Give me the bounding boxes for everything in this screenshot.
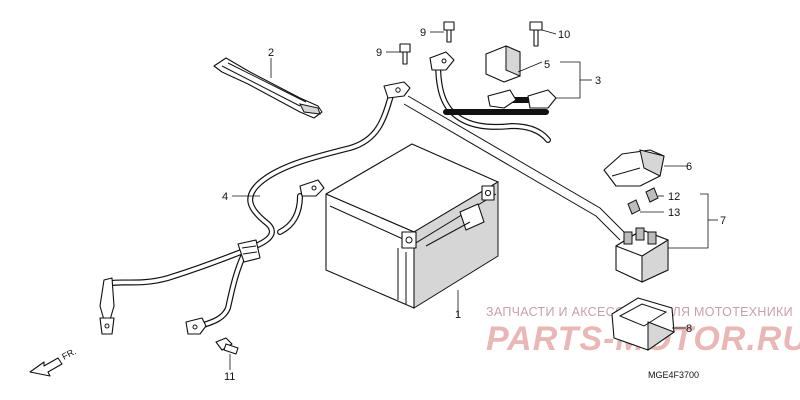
callout-8: 8 [686,323,692,335]
callout-9: 9 [420,27,426,39]
leader-lines [229,29,718,370]
bolt-icon [215,337,239,355]
positive-cable [429,51,557,143]
callout-13: 13 [668,207,680,219]
fuse-box-cover [611,297,676,351]
callout-12: 12 [668,191,680,203]
callout-1: 1 [455,309,461,321]
starter-relay [615,227,669,283]
relay-cover [603,149,665,187]
callout-numbers: 2 5 3 4 6 12 13 7 1 8 9 9 10 11 [222,27,726,383]
callout-9: 9 [376,47,382,59]
callout-5: 5 [544,59,550,71]
direction-label: FR. [60,346,77,362]
negative-cable [99,81,411,335]
terminal-cover [485,45,521,83]
starter-cable [403,95,625,241]
diagram-code: MGE4F3700 [648,370,699,380]
callout-2: 2 [268,47,274,59]
battery [325,143,499,309]
callout-11: 11 [224,371,235,383]
bolt-icon [529,21,543,47]
fuse [627,187,659,215]
bolt-icon [399,21,455,65]
callout-7: 7 [720,215,726,227]
front-direction-arrow-icon: FR. [29,346,78,377]
callout-10: 10 [558,29,570,41]
callout-3: 3 [595,75,601,87]
callout-6: 6 [686,161,692,173]
callout-4: 4 [222,191,228,203]
battery-strap [213,57,323,119]
